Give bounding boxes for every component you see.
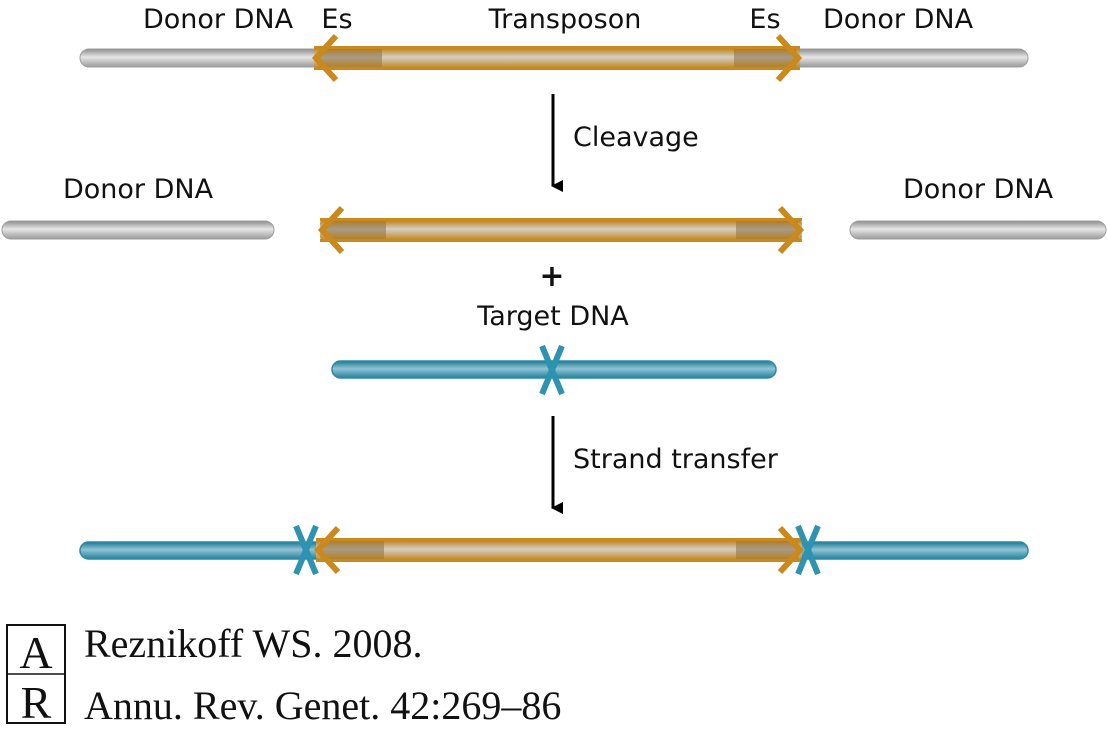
- svg-text:R: R: [21, 677, 52, 724]
- excised-left-chevron-icon: [317, 205, 345, 255]
- row-excised-transposon: Donor DNA Donor DNA: [1, 174, 1107, 255]
- transposon-label: Transposon: [488, 4, 642, 35]
- right-end-chevron-icon: [775, 33, 803, 83]
- target-dna-label: Target DNA: [476, 301, 629, 332]
- cleavage-label: Cleavage: [573, 122, 699, 153]
- target-site-cross-icon: [539, 344, 565, 396]
- excised-transposon-body: [320, 220, 802, 240]
- end-sequence-label-right: Es: [749, 4, 780, 35]
- left-end-sequence: [320, 48, 382, 68]
- step-strand-transfer: Strand transfer: [551, 416, 779, 514]
- end-sequence-label-left: Es: [321, 4, 352, 35]
- inserted-transposon-body: [316, 540, 802, 560]
- svg-text:A: A: [19, 627, 52, 678]
- donor-dna-fragment-right: [849, 220, 1107, 240]
- row-target-dna: [331, 344, 777, 396]
- strand-transfer-label: Strand transfer: [573, 444, 779, 475]
- inserted-left-chevron-icon: [313, 525, 341, 575]
- row-inserted-transposon: [79, 524, 1029, 576]
- left-junction-cross-icon: [293, 524, 319, 576]
- donor-dna-fragment-label-right: Donor DNA: [903, 174, 1054, 205]
- left-end-chevron-icon: [311, 33, 339, 83]
- row-donor-with-transposon: Donor DNA Es Transposon Es Donor DNA: [79, 4, 1029, 83]
- plus-sign: +: [539, 259, 564, 294]
- excised-right-chevron-icon: [777, 205, 805, 255]
- annual-reviews-logo: A R: [6, 624, 66, 724]
- right-junction-cross-icon: [795, 524, 821, 576]
- right-end-sequence: [734, 48, 796, 68]
- citation-author-line: Reznikoff WS. 2008.: [84, 621, 423, 666]
- donor-dna-fragment-left: [1, 220, 275, 240]
- citation-journal-line: Annu. Rev. Genet. 42:269–86: [84, 683, 562, 728]
- donor-dna-fragment-label-left: Donor DNA: [63, 174, 214, 205]
- step-cleavage: Cleavage: [551, 94, 699, 192]
- inserted-right-chevron-icon: [777, 525, 805, 575]
- transposon-body: [314, 48, 800, 68]
- donor-dna-label-right: Donor DNA: [823, 4, 974, 35]
- donor-dna-label-left: Donor DNA: [143, 4, 294, 35]
